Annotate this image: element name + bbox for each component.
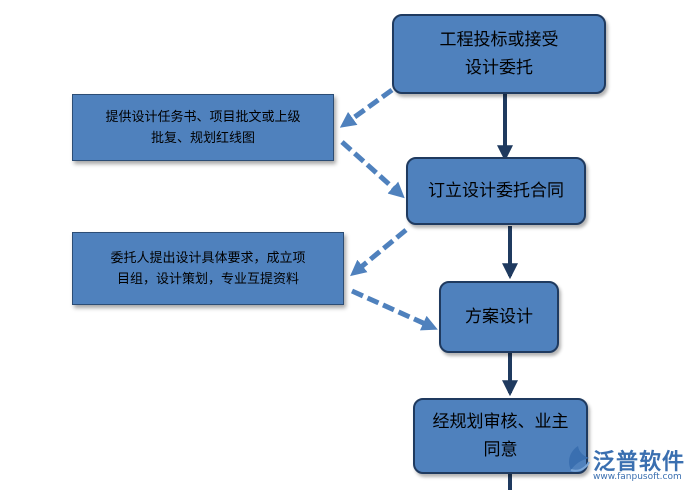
- step-approval-label: 经规划审核、业主 同意: [432, 412, 569, 460]
- dashed-arrow-contract-to-note2: [350, 228, 408, 277]
- note-client-requirements-box: 委托人提出设计具体要求，成立项 目组，设计策划，专业互提资料: [72, 232, 344, 305]
- step-scheme-label: 方案设计: [465, 307, 533, 327]
- note-provide-docs-label: 提供设计任务书、项目批文或上级 批复、规划红线图: [105, 109, 301, 146]
- step-bidding-box: 工程投标或接受 设计委托: [392, 14, 606, 94]
- fanpu-logo: 泛普软件 www.fanpusoft.com: [565, 444, 685, 486]
- step-approval-box: 经规划审核、业主 同意: [413, 398, 588, 474]
- note-client-requirements-label: 委托人提出设计具体要求，成立项 目组，设计策划，专业互提资料: [110, 250, 306, 287]
- fanpu-logo-icon: [569, 446, 590, 472]
- step-scheme-box: 方案设计: [439, 281, 559, 353]
- step-bidding-label: 工程投标或接受 设计委托: [439, 30, 559, 78]
- dashed-arrow-note2-to-scheme: [350, 288, 438, 331]
- note-provide-docs-box: 提供设计任务书、项目批文或上级 批复、规划红线图: [72, 94, 334, 161]
- logo-name: 泛普软件: [593, 450, 686, 475]
- logo-url: www.fanpusoft.com: [593, 472, 682, 482]
- dashed-arrow-note1-to-contract: [340, 140, 405, 199]
- step-contract-label: 订立设计委托合同: [428, 181, 564, 201]
- dashed-arrow-bidding-to-note1: [339, 87, 394, 128]
- step-contract-box: 订立设计委托合同: [406, 157, 586, 225]
